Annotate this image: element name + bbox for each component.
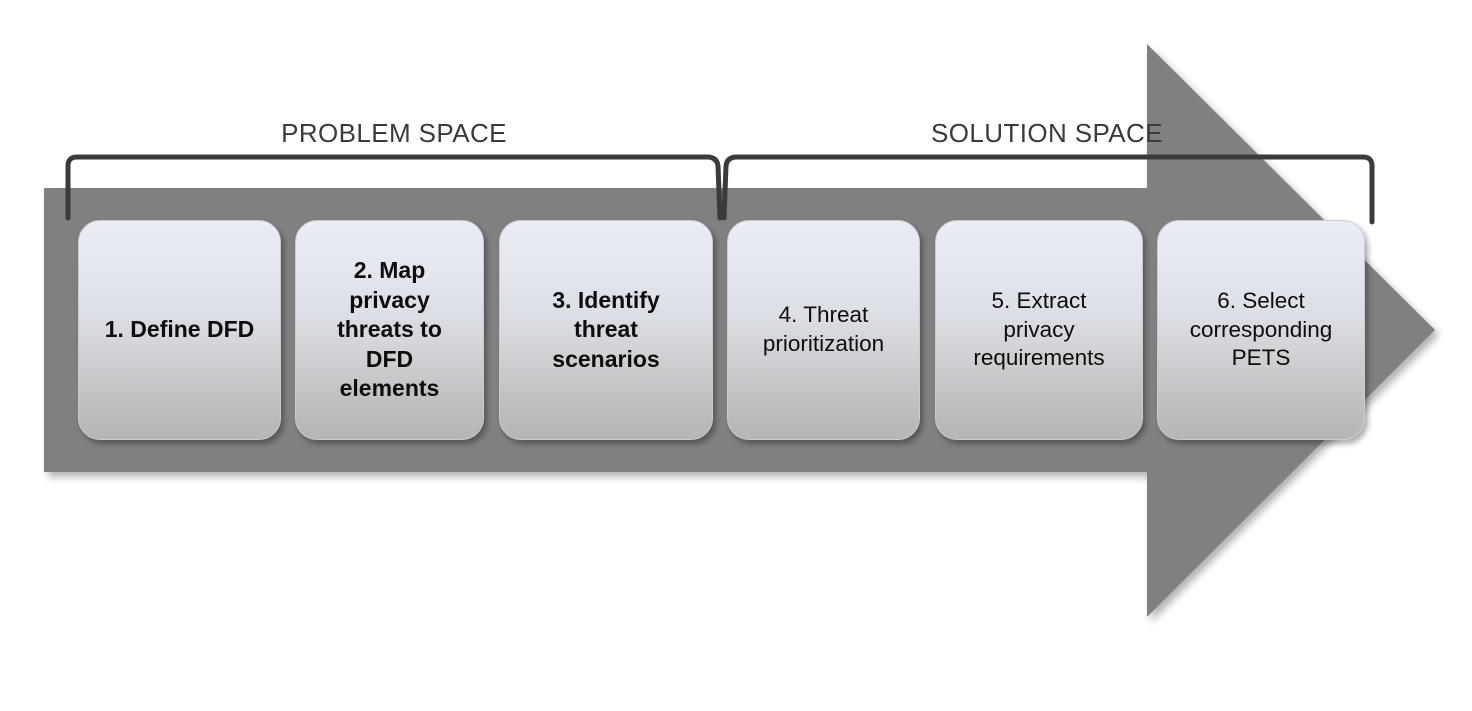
step-label-3: 3. Identify threat scenarios	[552, 286, 660, 372]
solution-space-brace	[721, 154, 1375, 225]
solution-space-label: SOLUTION SPACE	[931, 118, 1163, 148]
step-label-2: 2. Map privacy threats to DFD elements	[337, 257, 442, 402]
step-box-5[interactable]: 5. Extract privacy requirements	[935, 220, 1143, 440]
step-label-6: 6. Select corresponding PETS	[1189, 287, 1333, 371]
step-label-5: 5. Extract privacy requirements	[973, 287, 1105, 371]
step-box-4[interactable]: 4. Threat prioritization	[727, 220, 920, 440]
problem-space-brace	[65, 154, 723, 221]
step-box-2[interactable]: 2. Map privacy threats to DFD elements	[295, 220, 484, 440]
step-label-4: 4. Threat prioritization	[762, 302, 885, 356]
step-box-6[interactable]: 6. Select corresponding PETS	[1157, 220, 1365, 440]
step-box-3[interactable]: 3. Identify threat scenarios	[499, 220, 713, 440]
step-box-1[interactable]: 1. Define DFD	[78, 220, 281, 440]
step-label-1: 1. Define DFD	[104, 316, 255, 343]
problem-space-label: PROBLEM SPACE	[281, 118, 507, 148]
